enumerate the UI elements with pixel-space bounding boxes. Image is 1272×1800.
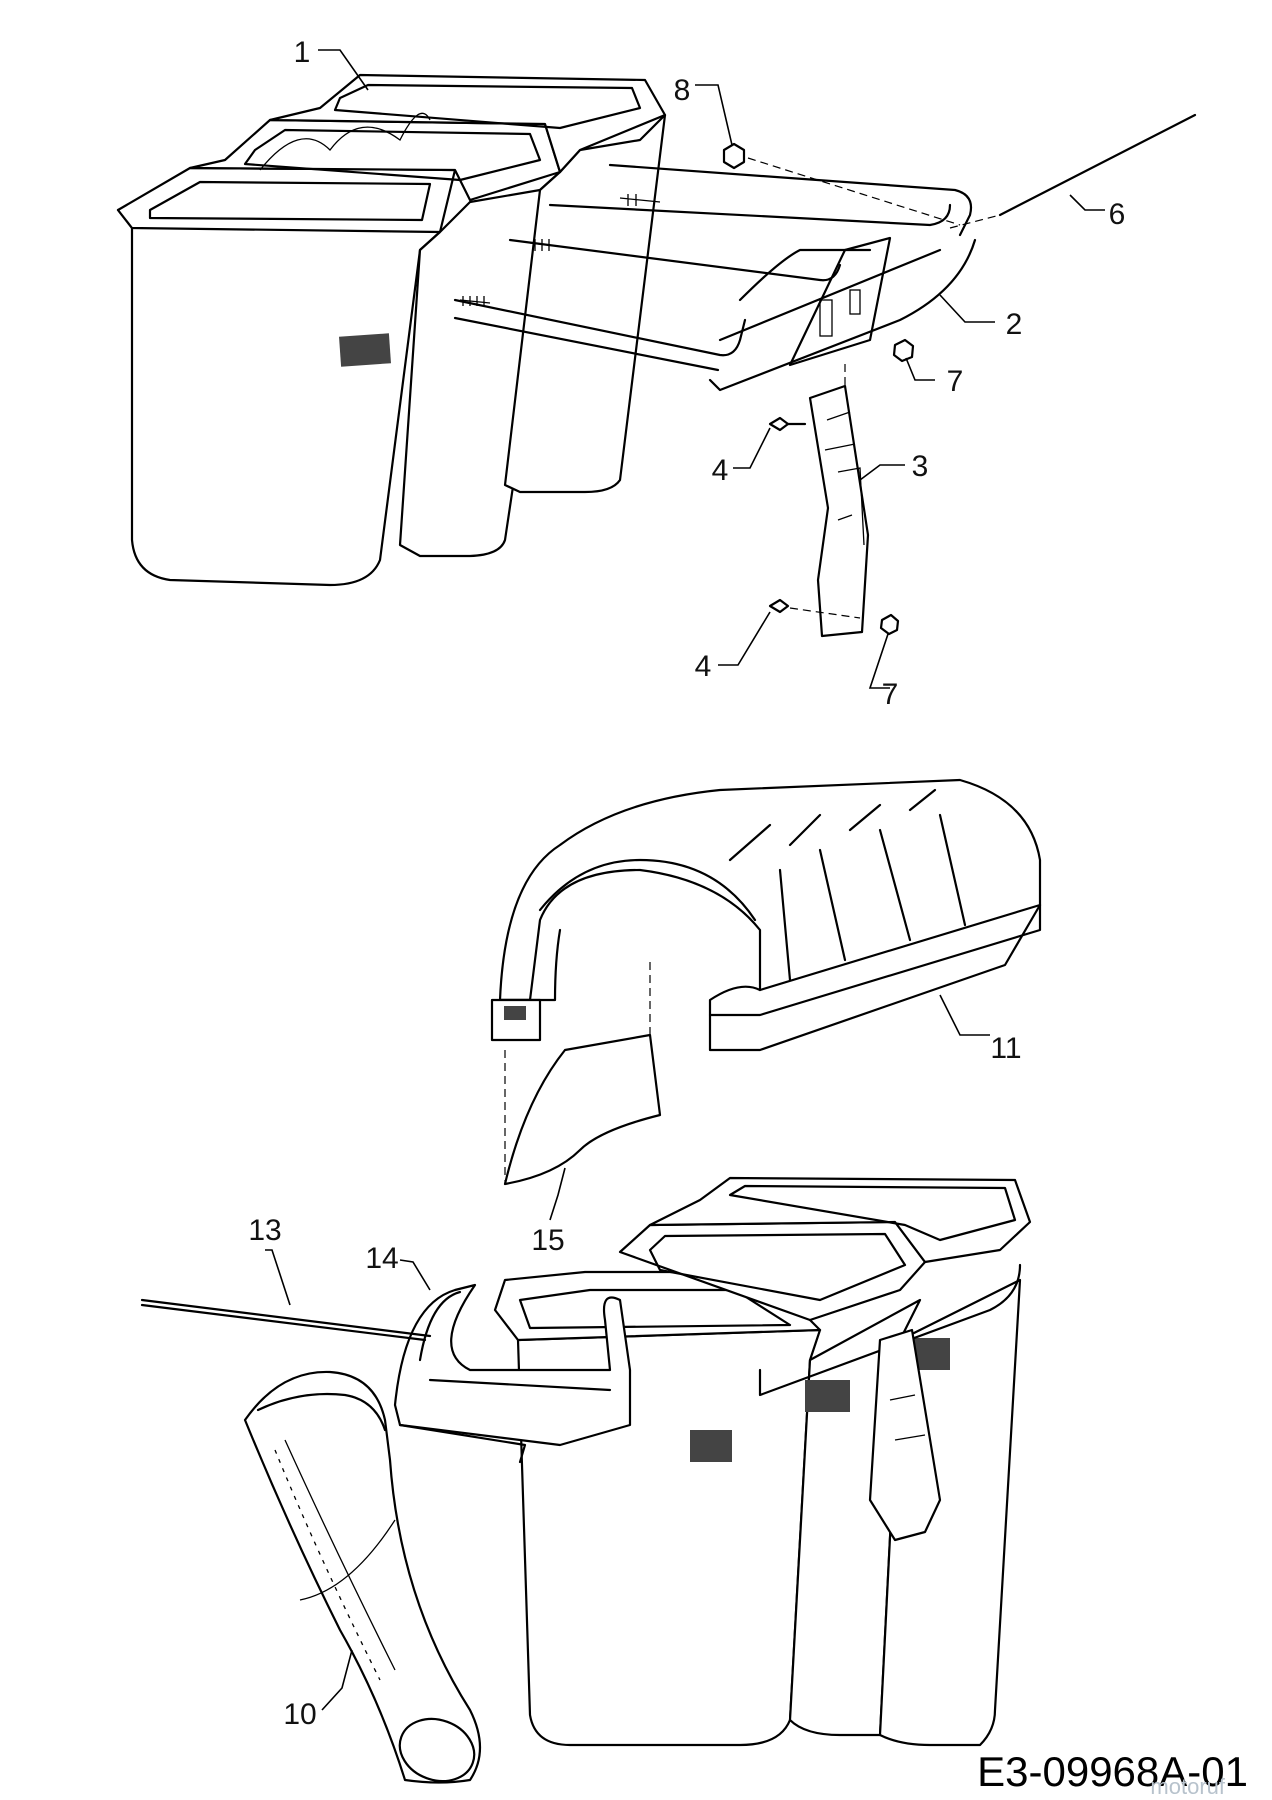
bolt-4-top	[768, 416, 807, 432]
watermark: motoruf	[1150, 1774, 1225, 1799]
callout-3: 3	[912, 450, 929, 483]
callout-13: 13	[248, 1214, 281, 1247]
rod-13	[140, 1298, 432, 1338]
callout-15: 15	[531, 1224, 564, 1257]
callout-11: 11	[990, 1032, 1021, 1065]
bag-front	[116, 166, 457, 587]
nut-7-bottom	[879, 613, 900, 636]
callout-4-top: 4	[712, 454, 729, 487]
callout-4-bottom: 4	[695, 650, 712, 683]
flap	[503, 960, 662, 1186]
callout-8: 8	[674, 74, 691, 107]
bottom-frame-bracket	[758, 1263, 1022, 1542]
rod	[998, 113, 1197, 217]
bag-frame	[453, 163, 977, 392]
callout-6: 6	[1109, 198, 1126, 231]
callout-7-bottom: 7	[882, 678, 899, 711]
bag-logo-script	[259, 112, 431, 171]
bag-cover	[490, 778, 1042, 1052]
callout-1: 1	[294, 36, 311, 69]
bag-assembled-front	[493, 1270, 822, 1747]
leader-lines	[265, 49, 1105, 1711]
callout-14: 14	[365, 1242, 398, 1275]
hose	[243, 1370, 481, 1784]
chute	[393, 1283, 632, 1464]
document-number: E3-09968A-01	[977, 1748, 1248, 1795]
bolt-4-bottom	[768, 598, 861, 619]
spring-hooks	[459, 194, 661, 306]
bag-middle	[188, 118, 562, 558]
nut-7-top	[892, 338, 915, 363]
callout-10: 10	[283, 1698, 316, 1731]
bracket	[808, 360, 870, 638]
callout-2: 2	[1006, 308, 1023, 341]
callout-7-top: 7	[947, 365, 964, 398]
nut-8	[722, 142, 961, 226]
